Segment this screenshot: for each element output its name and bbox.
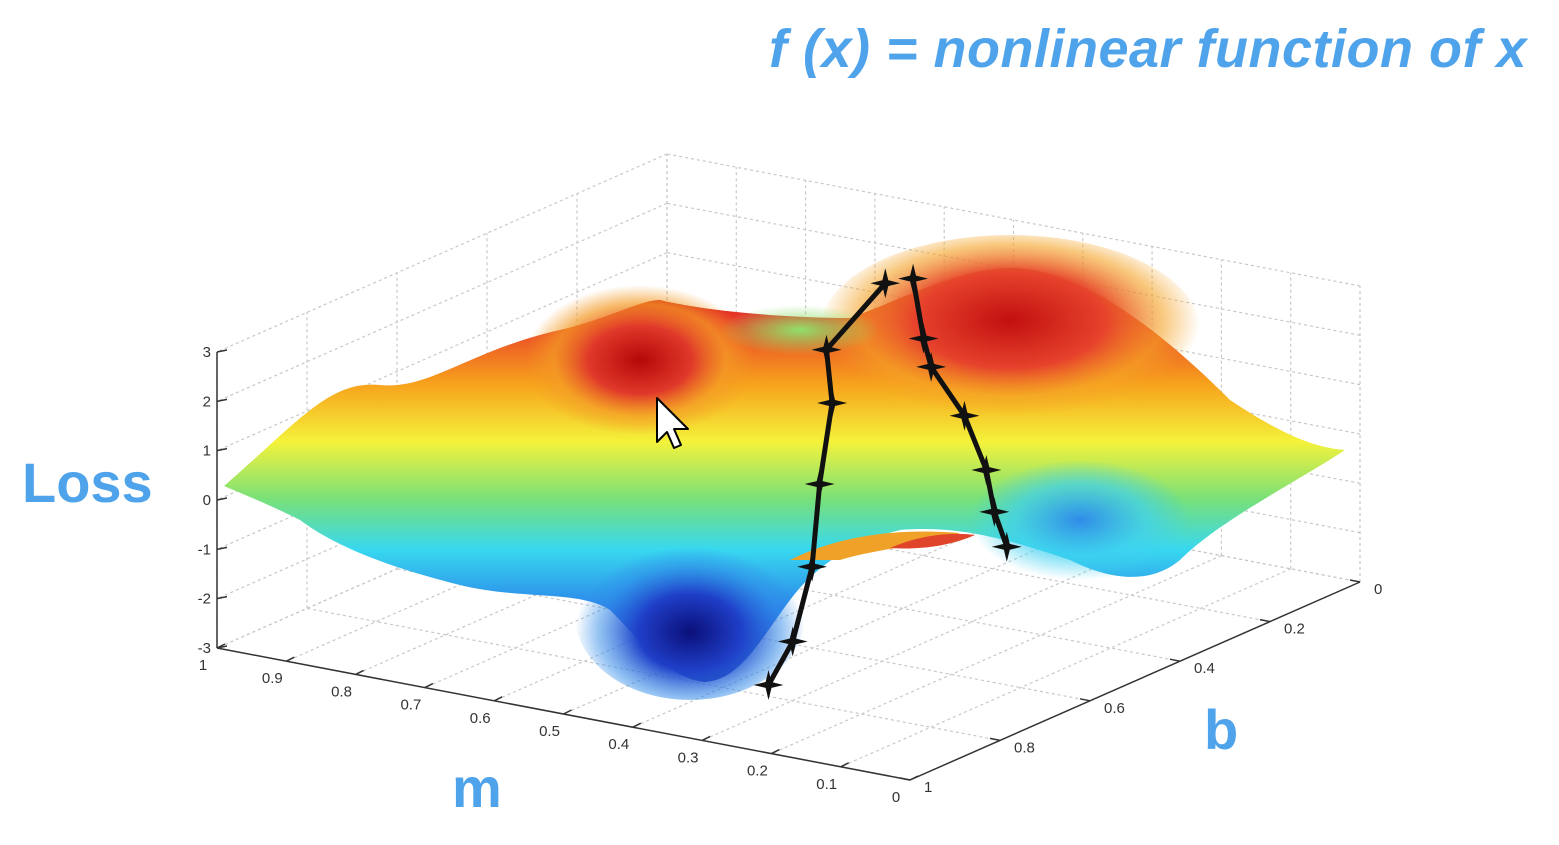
x-tick (771, 748, 780, 755)
path-marker (949, 400, 980, 431)
z-tick (216, 497, 228, 501)
grid-line (216, 350, 668, 550)
z-tick (216, 398, 228, 403)
y-axis-line (909, 581, 1361, 781)
x-tick (632, 722, 642, 728)
grid-line (216, 449, 668, 649)
path-marker (811, 334, 842, 365)
z-axis-label: Loss (22, 451, 153, 514)
y-axis-label: b (1204, 698, 1239, 761)
x-tick-label: 0.3 (678, 749, 699, 766)
z-tick-label: 3 (203, 344, 211, 361)
grid-line (216, 400, 668, 600)
path-marker (817, 388, 848, 418)
ridge-fold-tip (890, 533, 975, 549)
grid-line (355, 475, 806, 675)
grid-line (286, 462, 737, 662)
path-marker (916, 351, 947, 382)
loss-surface (224, 235, 1345, 700)
z-tick (216, 349, 228, 353)
x-tick (285, 656, 295, 662)
x-tick-label: 0.4 (608, 736, 629, 753)
green-plateau (720, 305, 880, 355)
x-tick-label: 0.1 (816, 776, 837, 793)
path-marker (991, 531, 1022, 562)
z-tick (216, 546, 228, 551)
descent-paths (753, 263, 1022, 700)
grid-line (771, 555, 1222, 755)
x-tick (909, 775, 919, 781)
y-tick-label: 0.8 (1014, 739, 1035, 756)
y-tick (899, 777, 911, 781)
y-tick-label: 0 (1374, 581, 1382, 598)
x-tick-label: 0.8 (331, 683, 352, 700)
grid-line (216, 153, 668, 353)
x-tick-label: 0 (892, 789, 900, 806)
pit-minimum (575, 530, 805, 700)
y-tick (1259, 618, 1271, 623)
path-marker (777, 626, 808, 657)
path-marker (908, 323, 939, 354)
z-tick-label: 2 (203, 393, 211, 410)
x-tick (424, 682, 434, 689)
mouse-cursor-icon (656, 397, 689, 449)
y-tick (989, 737, 1001, 742)
x-tick (563, 709, 572, 715)
valley-right (970, 460, 1190, 580)
z-tick-label: 0 (203, 492, 211, 509)
grid-line (840, 568, 1291, 768)
x-tick (216, 643, 226, 649)
y-tick (1079, 698, 1091, 702)
x-tick-label: 1 (199, 657, 207, 674)
page-title: f (x) = nonlinear function of x (769, 19, 1527, 79)
x-tick (355, 669, 364, 676)
z-tick-label: -2 (198, 591, 211, 608)
z-tick (216, 447, 228, 452)
y-tick-label: 0.6 (1104, 700, 1125, 717)
peak-left (525, 285, 755, 435)
grid-line (216, 202, 668, 402)
y-tick (1169, 658, 1181, 662)
z-tick-label: 1 (203, 443, 211, 460)
y-tick (1349, 579, 1361, 583)
path-marker (971, 455, 1002, 485)
grid-line (424, 489, 876, 689)
grid-line (493, 502, 945, 702)
y-tick-label: 1 (924, 779, 932, 796)
x-tick-label: 0.6 (470, 710, 491, 727)
ridge-fold (790, 531, 960, 560)
y-tick-label: 0.2 (1284, 621, 1305, 638)
x-tick (701, 735, 711, 742)
z-tick-label: -1 (198, 541, 211, 558)
x-tick (493, 696, 503, 702)
path-marker (979, 496, 1010, 527)
path-marker (797, 551, 828, 582)
tick-labels: 3 2 1 0 -1 -2 -3 0 0.1 0.2 0.3 0.4 0.5 0.6 0.7 0.8 0.9 1 0… (198, 344, 1383, 806)
z-tick-label: -3 (198, 640, 211, 657)
path-marker (753, 670, 784, 700)
grid-line (701, 541, 1153, 741)
path-marker (870, 268, 901, 299)
z-tick (216, 595, 228, 600)
x-axis-label: m (452, 756, 502, 819)
path-marker (898, 263, 929, 294)
y-tick-label: 0.4 (1194, 660, 1215, 677)
x-tick-label: 0.5 (539, 723, 560, 740)
x-tick-label: 0.9 (262, 670, 283, 687)
x-tick-label: 0.7 (400, 697, 421, 714)
x-tick (840, 762, 850, 768)
path-marker (804, 469, 835, 499)
x-tick-label: 0.2 (747, 763, 768, 780)
grid-line (216, 252, 668, 452)
